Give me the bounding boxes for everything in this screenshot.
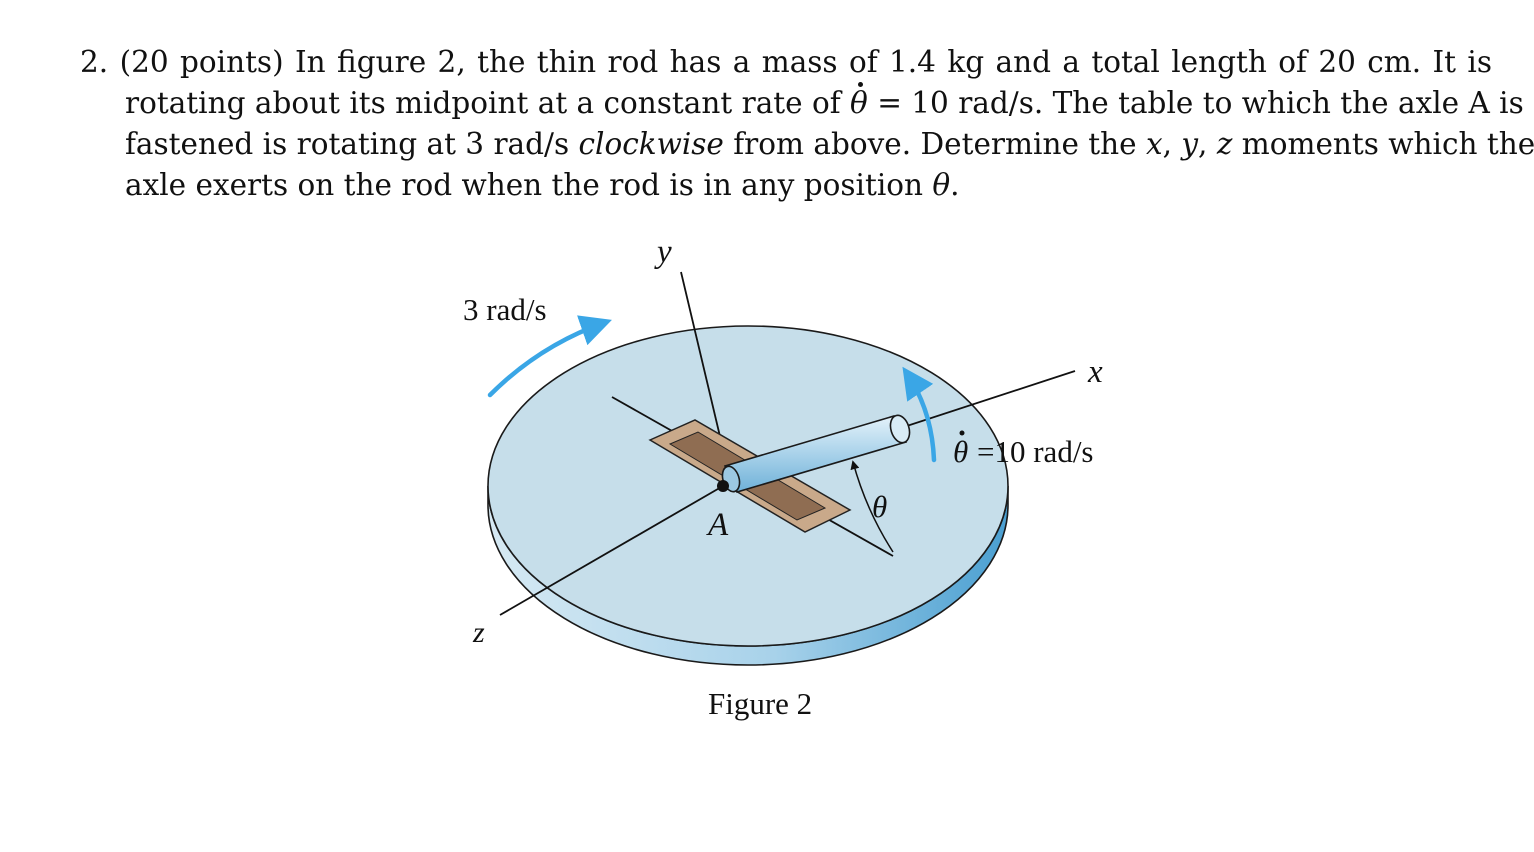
axis-z-label: z — [472, 616, 485, 649]
theta-dot-value: =10 rad/s — [977, 434, 1094, 469]
var-y: y — [1181, 127, 1199, 161]
z-axis-line — [499, 485, 724, 616]
var-z: z — [1216, 127, 1233, 161]
problem-line-1: 2. (20 points) In figure 2, the thin rod… — [80, 42, 1492, 83]
rod-rotation-arrow — [902, 366, 937, 463]
problem-text: . — [950, 168, 960, 202]
problem-text: fastened is rotating at 3 rad/s — [125, 127, 579, 161]
table-rate-label: 3 rad/s — [463, 292, 547, 327]
axis-y-label: y — [654, 234, 672, 270]
figure-caption: Figure 2 — [708, 686, 812, 721]
problem-text: = 10 rad/s. The table to which the axle … — [867, 86, 1524, 120]
problem-text: In figure 2, the thin rod has a mass of … — [295, 45, 1492, 79]
problem-points: (20 points) — [119, 45, 284, 79]
var-x: x — [1145, 127, 1163, 161]
theta-arc-arrow — [850, 460, 894, 553]
problem-text: rotating about its midpoint at a constan… — [125, 86, 851, 120]
problem-text: moments which the — [1232, 127, 1534, 161]
problem-text: , — [1198, 127, 1217, 161]
problem-line-2: rotating about its midpoint at a constan… — [80, 82, 1524, 124]
problem-statement: 2. (20 points) In figure 2, the thin rod… — [80, 42, 1534, 206]
axis-x-label: x — [1087, 354, 1103, 390]
problem-text: , — [1162, 127, 1182, 161]
point-a-label: A — [706, 507, 729, 543]
clockwise-emphasis: clockwise — [578, 127, 724, 161]
angle-theta-label: θ — [872, 489, 887, 524]
problem-number: 2. — [80, 45, 109, 79]
var-theta: θ — [932, 168, 951, 202]
table-rotation-arrow — [487, 315, 612, 398]
theta-dot-label: θ — [953, 434, 968, 469]
pivot-a — [717, 480, 729, 492]
theta-dot-mark — [959, 430, 965, 436]
problem-text: from above. Determine the — [723, 127, 1146, 161]
problem-line-4: axle exerts on the rod when the rod is i… — [80, 165, 1492, 206]
thin-rod — [721, 414, 911, 493]
problem-line-3: fastened is rotating at 3 rad/s clockwis… — [80, 124, 1534, 165]
problem-text: axle exerts on the rod when the rod is i… — [125, 168, 933, 202]
theta-dot-symbol: θ — [850, 82, 868, 124]
